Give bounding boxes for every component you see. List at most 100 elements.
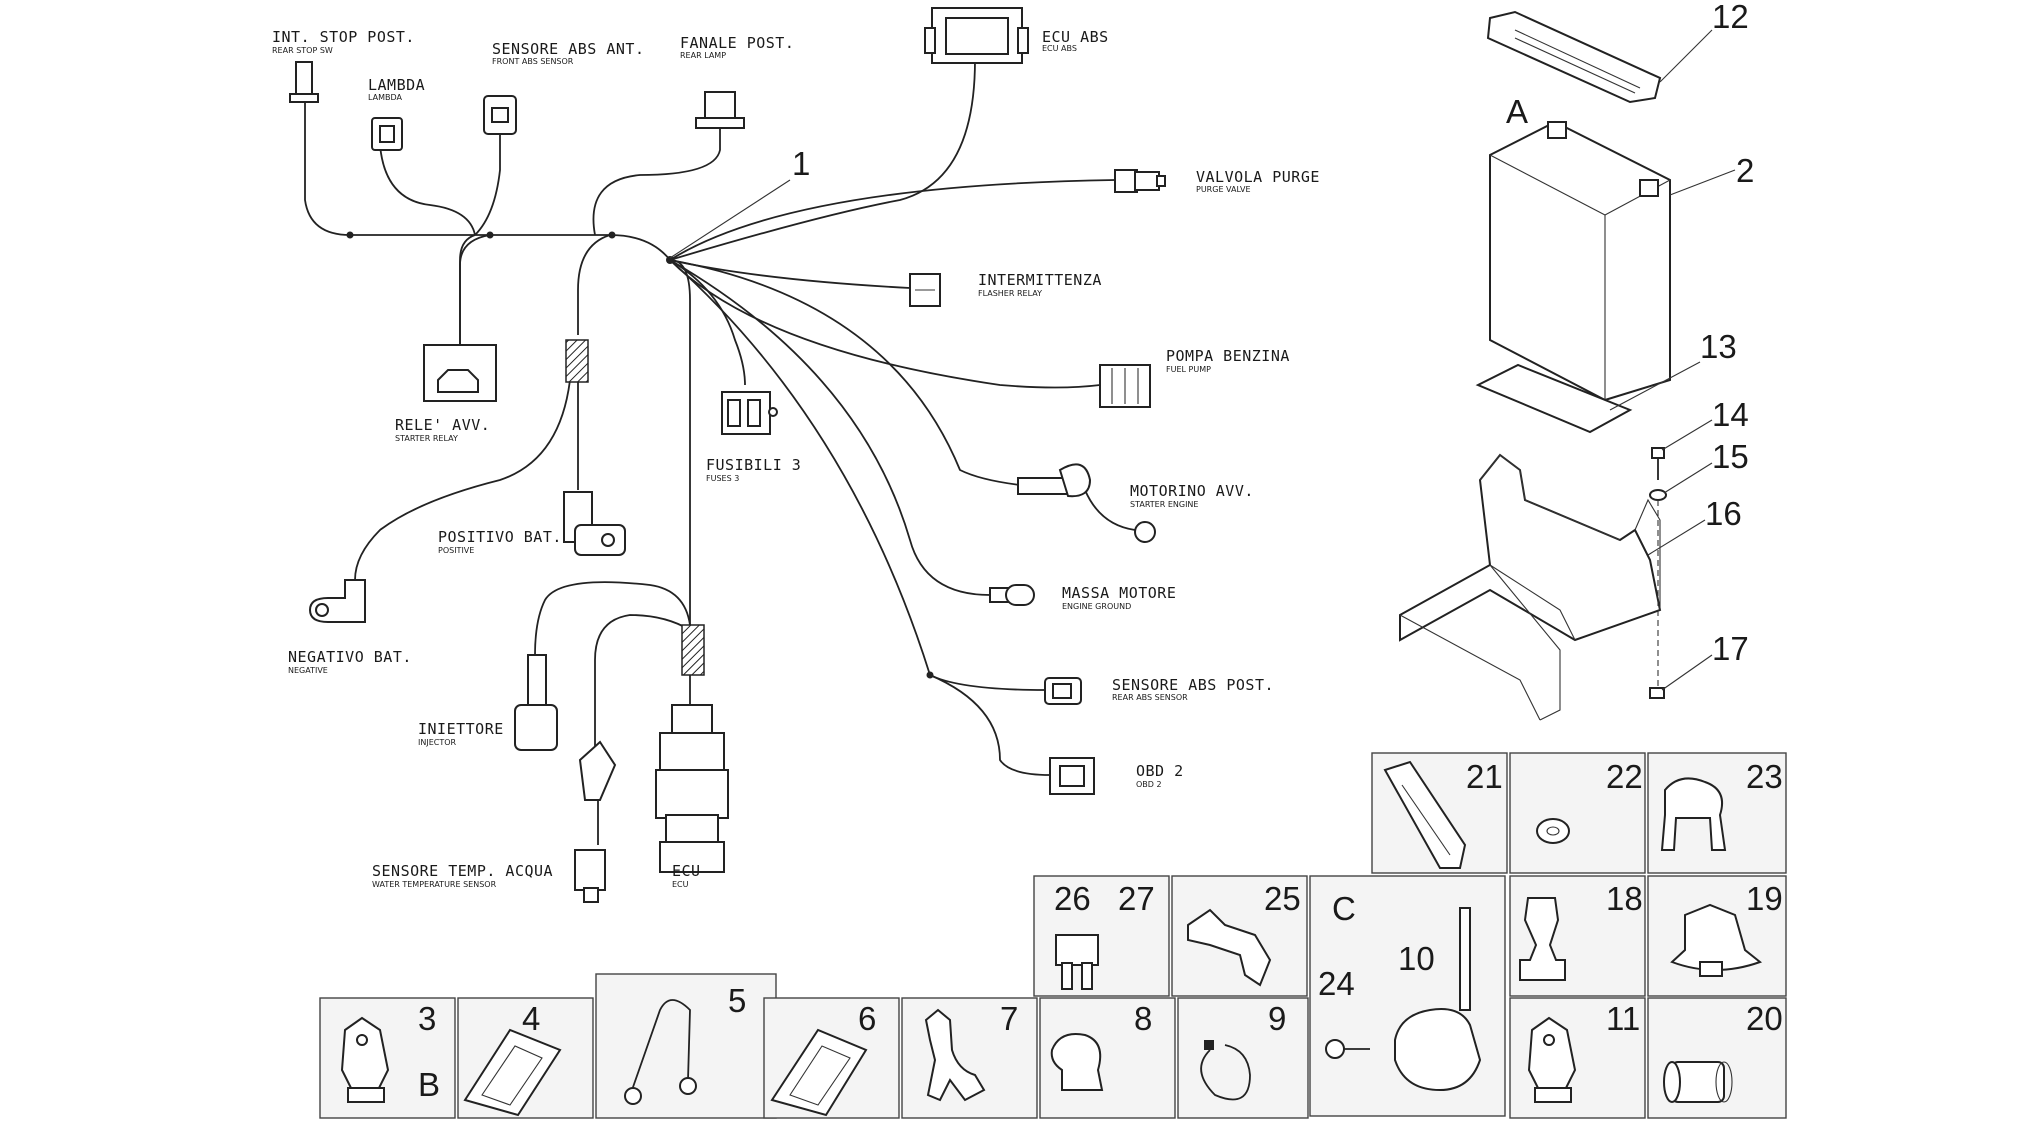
inline-fuse-1 — [565, 339, 589, 383]
sublabel-positive: POSITIVE — [438, 546, 474, 555]
letter-B: B — [418, 1066, 440, 1103]
label-fuel-pump: POMPA BENZINA — [1166, 347, 1290, 365]
clip-17 — [1649, 654, 1713, 699]
part-box-3-B — [319, 997, 456, 1119]
sublabel-ecu: ECU — [672, 880, 689, 889]
sublabel-flasher: FLASHER RELAY — [978, 289, 1042, 298]
positive-terminal — [563, 491, 626, 556]
label-lambda: LAMBDA — [368, 76, 425, 94]
sublabel-rear-lamp: REAR LAMP — [680, 51, 726, 60]
callout-11: 11 — [1606, 1000, 1640, 1037]
label-flasher: INTERMITTENZA — [978, 271, 1102, 289]
sublabel-negative: NEGATIVE — [288, 666, 328, 675]
callout-1: 1 — [792, 145, 810, 182]
sublabel-obd: OBD 2 — [1136, 780, 1162, 789]
sublabel-fuses: FUSES 3 — [706, 474, 739, 483]
callout-2: 2 — [1736, 152, 1754, 189]
callout-14: 14 — [1712, 396, 1749, 433]
rear-abs-connector — [1044, 677, 1082, 705]
callout-10: 10 — [1398, 940, 1435, 977]
part-box-9 — [1177, 997, 1309, 1119]
label-positive: POSITIVO BAT. — [438, 528, 562, 546]
callout-3: 3 — [418, 1000, 436, 1037]
purge-valve-connector — [1114, 169, 1166, 193]
battery-tray — [1399, 453, 1706, 721]
callout-20: 20 — [1746, 1000, 1783, 1037]
callout-23: 23 — [1746, 758, 1783, 795]
letter-A: A — [1506, 93, 1528, 130]
inline-fuse-2 — [681, 624, 705, 676]
sublabel-starter-engine: STARTER ENGINE — [1130, 500, 1198, 509]
callout-12: 12 — [1712, 0, 1749, 35]
battery — [1489, 120, 1736, 402]
label-engine-ground: MASSA MOTORE — [1062, 584, 1176, 602]
battery-strap — [1486, 10, 1713, 104]
engine-ground-connector — [989, 584, 1035, 606]
part-box-C — [1309, 875, 1506, 1117]
negative-terminal — [308, 579, 366, 623]
label-fuses: FUSIBILI 3 — [706, 456, 801, 474]
part-box-20 — [1647, 997, 1787, 1119]
callout-19: 19 — [1746, 880, 1783, 917]
part-box-18 — [1509, 875, 1646, 997]
part-box-25 — [1171, 875, 1308, 997]
callout-15: 15 — [1712, 438, 1749, 475]
sublabel-rear-stop-sw: REAR STOP SW — [272, 46, 333, 55]
sublabel-purge-valve: PURGE VALVE — [1196, 185, 1251, 194]
callout-25: 25 — [1264, 880, 1301, 917]
callout-22: 22 — [1606, 758, 1643, 795]
callout-17: 17 — [1712, 630, 1749, 667]
screw-14 — [1651, 419, 1713, 480]
callout-13: 13 — [1700, 328, 1737, 365]
part-box-6 — [763, 997, 900, 1119]
part-box-7 — [901, 997, 1038, 1119]
sublabel-ecu-abs: ECU ABS — [1042, 44, 1077, 53]
starter-engine-connector — [1017, 463, 1156, 543]
obd-connector — [1049, 757, 1095, 795]
part-box-26-27 — [1033, 875, 1170, 997]
callout-18: 18 — [1606, 880, 1643, 917]
sublabel-injector: INJECTOR — [418, 738, 457, 747]
callout-16: 16 — [1705, 495, 1742, 532]
callout-24: 24 — [1318, 965, 1355, 1002]
label-rear-lamp: FANALE POST. — [680, 34, 794, 52]
sublabel-rear-abs: REAR ABS SENSOR — [1112, 693, 1188, 702]
injector-connector — [514, 654, 558, 751]
callout-6: 6 — [858, 1000, 876, 1037]
washer-15 — [1649, 462, 1713, 501]
part-box-8 — [1039, 997, 1176, 1119]
sublabel-fuel-pump: FUEL PUMP — [1166, 365, 1211, 374]
part-box-5 — [595, 973, 777, 1119]
callout-5: 5 — [728, 982, 746, 1019]
callout-7: 7 — [1000, 1000, 1018, 1037]
label-rear-stop-sw: INT. STOP POST. — [272, 28, 415, 46]
label-water-temp: SENSORE TEMP. ACQUA — [372, 862, 553, 880]
sublabel-water-temp: WATER TEMPERATURE SENSOR — [372, 880, 497, 889]
callout-4: 4 — [522, 1000, 540, 1037]
ecu-connector — [655, 704, 729, 873]
label-negative: NEGATIVO BAT. — [288, 648, 412, 666]
callout-8: 8 — [1134, 1000, 1152, 1037]
rear-stop-switch-connector — [289, 61, 319, 103]
sublabel-engine-ground: ENGINE GROUND — [1062, 602, 1131, 611]
callout-21: 21 — [1466, 758, 1503, 795]
label-starter-relay: RELE' AVV. — [395, 416, 490, 434]
sublabel-front-abs: FRONT ABS SENSOR — [492, 57, 574, 66]
part-box-22 — [1509, 752, 1646, 874]
label-purge-valve: VALVOLA PURGE — [1196, 168, 1320, 186]
part-box-21 — [1371, 752, 1508, 874]
front-abs-connector — [483, 95, 517, 135]
label-injector: INIETTORE — [418, 720, 504, 738]
rear-lamp-connector — [695, 91, 745, 129]
callout-26: 26 — [1054, 880, 1091, 917]
label-front-abs: SENSORE ABS ANT. — [492, 40, 645, 58]
part-box-11 — [1509, 997, 1646, 1119]
sublabel-lambda: LAMBDA — [368, 93, 403, 102]
part-box-4 — [457, 997, 594, 1119]
lambda-connector — [371, 117, 403, 151]
fuel-pump-connector — [1099, 364, 1151, 408]
fuse-box — [721, 391, 778, 435]
flasher-relay-connector — [909, 273, 941, 307]
letter-C: C — [1332, 890, 1356, 927]
